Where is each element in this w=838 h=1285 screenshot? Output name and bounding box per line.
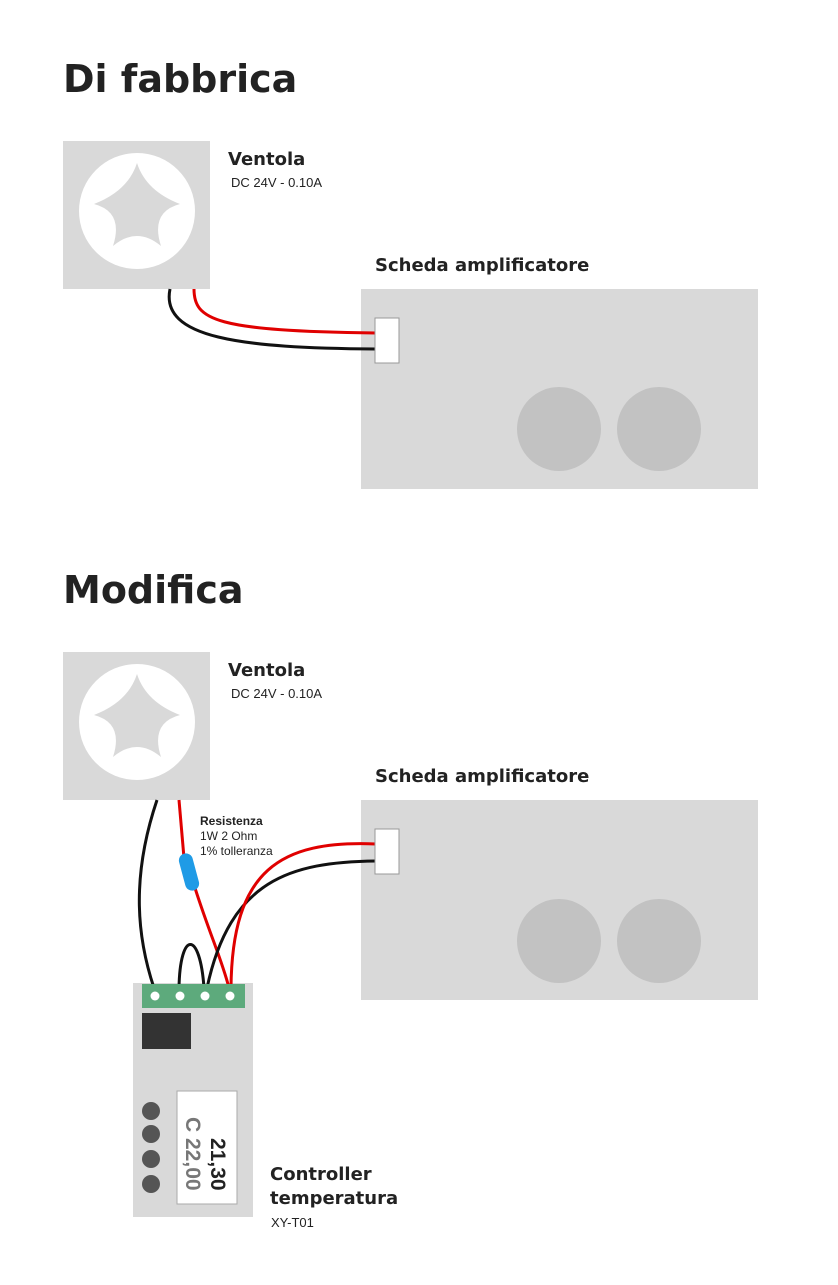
section-title-factory: Di fabbrica (63, 57, 297, 101)
fan-title-modified: Ventola (228, 660, 305, 681)
board-title-factory: Scheda amplificatore (375, 255, 589, 276)
amplifier-board-modified (361, 800, 758, 1000)
wire-red-resistor-to-controller (193, 887, 231, 989)
resistor-title: Resistenza (200, 814, 263, 828)
fan-star-icon (94, 674, 180, 757)
resistor-tolerance: 1% tolleranza (200, 844, 273, 858)
fan-spec-factory: DC 24V - 0.10A (231, 175, 322, 190)
board-knob-right (617, 387, 701, 471)
controller-relay (142, 1013, 191, 1049)
board-connector-factory (374, 317, 400, 364)
board-connector-modified (374, 828, 400, 875)
controller-title-line1: Controller (270, 1164, 372, 1185)
wire-red-board-to-controller (229, 842, 377, 989)
controller-title-line2: temperatura (270, 1188, 398, 1209)
controller-display-setpoint: C 22,00 (181, 1117, 204, 1191)
amplifier-board-factory (361, 289, 758, 489)
terminal-screw-3 (200, 991, 210, 1001)
controller-button-3 (142, 1150, 160, 1168)
controller-model: XY-T01 (271, 1215, 314, 1230)
controller-button-2 (142, 1125, 160, 1143)
board-knob-left (517, 899, 601, 983)
wire-black-board-to-controller (205, 859, 377, 989)
controller-display (176, 1090, 238, 1205)
resistor-value: 1W 2 Ohm (200, 829, 257, 843)
board-knob-left (517, 387, 601, 471)
wire-jumper-loop (177, 943, 206, 989)
wire-red-factory (192, 288, 377, 335)
terminal-screw-4 (225, 991, 235, 1001)
controller-button-4 (142, 1175, 160, 1193)
temperature-controller: 21,30 C 22,00 (133, 983, 253, 1217)
section-title-modified: Modifica (63, 568, 243, 612)
controller-terminal-block (142, 984, 245, 1008)
controller-button-1 (142, 1102, 160, 1120)
board-title-modified: Scheda amplificatore (375, 766, 589, 787)
controller-display-value: 21,30 (206, 1138, 229, 1191)
fan-modified (63, 652, 210, 800)
fan-spec-modified: DC 24V - 0.10A (231, 686, 322, 701)
terminal-screw-1 (150, 991, 160, 1001)
terminal-screw-2 (175, 991, 185, 1001)
fan-title-factory: Ventola (228, 149, 305, 170)
wire-black-factory (167, 288, 377, 351)
fan-factory (63, 141, 210, 289)
wire-black-fan-to-controller (137, 799, 159, 989)
resistor-body (178, 853, 200, 891)
wire-red-fan-to-resistor (177, 799, 186, 859)
board-knob-right (617, 899, 701, 983)
fan-star-icon (94, 163, 180, 246)
